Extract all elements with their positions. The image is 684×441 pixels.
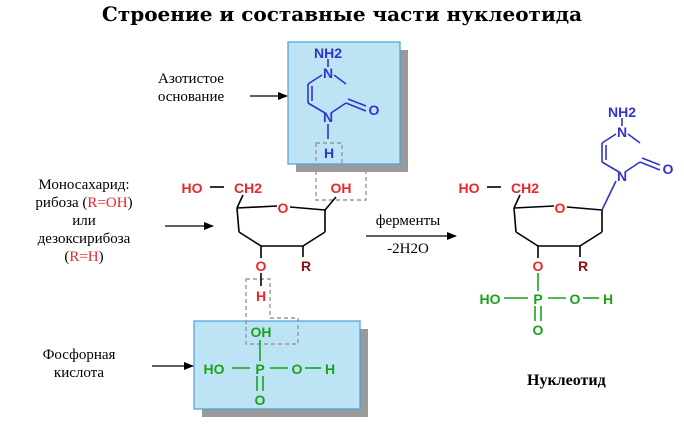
phosphate-box (193, 320, 361, 410)
base-left-o: O (369, 102, 380, 118)
sugar-right-bond-o-c1 (566, 206, 603, 211)
phos-right-ho: HO (480, 291, 501, 307)
reaction-water: -2H2O (387, 241, 429, 257)
base-left-bond-c4n3 (307, 74, 323, 85)
sugar-left-ch2: CH2 (234, 180, 262, 196)
base-left-bond-c2o-double (347, 98, 367, 107)
page-title: Строение и составные части нуклеотида (101, 2, 583, 26)
base-right-bond-c6c5 (601, 161, 620, 173)
sugar-right-o3: O (533, 258, 544, 274)
base-right-n3: N (617, 124, 627, 140)
base-right-bond-c4n3 (601, 133, 617, 144)
sugar-left-ring-o: O (278, 200, 289, 216)
reaction-conditions: ферменты -2H2O (362, 212, 454, 258)
sugar-l5-post: ) (98, 249, 104, 265)
base-right-bond-n3c2 (627, 133, 641, 144)
sugar-right-bond-c3-c2 (515, 231, 539, 247)
phos-right-o: O (570, 291, 581, 307)
base-left-h: H (324, 145, 334, 161)
phosphate-structure-right (504, 273, 599, 321)
base-left-nh2: NH2 (314, 45, 342, 61)
base-label-line2: основание (157, 89, 225, 105)
sugar-right-bond-c2r-c1 (579, 231, 603, 247)
base-left-bond-c2n1 (330, 102, 347, 114)
sugar-left-bond-c2r-c1 (302, 231, 326, 247)
base-right-bond-c2o-double (641, 157, 661, 166)
sugar-right-bond-c5-c4 (513, 194, 521, 209)
base-structure-right (601, 118, 661, 173)
sugar-right-ch2: CH2 (511, 180, 539, 196)
phosphate-label: Фосфорная кислота (14, 346, 144, 382)
base-left-bond-c2o (345, 102, 367, 112)
phos-right-p: P (533, 291, 542, 307)
base-box (287, 41, 401, 165)
phosphate-structure-left (232, 340, 321, 391)
sugar-left-bond-o-c1 (289, 206, 326, 211)
phos-left-p: P (255, 361, 264, 377)
sugar-structure-left (210, 186, 337, 286)
water-frame-top (315, 142, 367, 201)
base-right-n1: N (617, 168, 627, 184)
base-right-o: O (663, 161, 674, 177)
sugar-label-line1: Моносахарид: (38, 177, 130, 193)
base-right-bond-c2o (639, 161, 661, 171)
phosphate-label-line2: кислота (53, 365, 105, 381)
sugar-label: Моносахарид: рибоза (R=OH) или дезоксири… (6, 176, 162, 266)
sugar-right-bond-c4-o (513, 205, 555, 209)
base-left-bond-n3c2 (333, 74, 347, 85)
sugar-right-bond-c4-c3 (513, 207, 517, 233)
sugar-l2-r: R=OH (87, 195, 128, 211)
base-left-n3: N (323, 65, 333, 81)
sugar-left-bond-c3-c2 (238, 231, 262, 247)
phos-left-oh-top: OH (251, 324, 272, 340)
water-frame-bottom (245, 278, 299, 345)
sugar-left-bond-c5-c4 (236, 194, 244, 209)
sugar-left-oh: OH (331, 180, 352, 196)
sugar-left-o3: O (256, 258, 267, 274)
sugar-label-line3: или (72, 213, 96, 229)
sugar-left-h: H (256, 288, 266, 304)
base-right-nh2: NH2 (608, 104, 636, 120)
base-left-n1: N (323, 109, 333, 125)
phos-left-o: O (292, 361, 303, 377)
sugar-l2-pre: рибоза ( (35, 195, 88, 211)
sugar-right-r: R (578, 258, 588, 274)
sugar-left-bond-c4-c3 (236, 207, 240, 233)
phos-left-h: H (325, 361, 335, 377)
sugar-label-line2: рибоза (R=OH) (6, 194, 162, 212)
reaction-enzymes: ферменты (375, 213, 441, 229)
sugar-l2-post: ) (127, 195, 133, 211)
phos-left-o-bottom: O (255, 392, 266, 408)
sugar-structure-right (487, 186, 603, 258)
sugar-left-bond-c1-oh (324, 196, 337, 211)
sugar-l5-pre: ( (64, 249, 70, 265)
sugar-left-r: R (301, 258, 311, 274)
phos-left-ho: HO (204, 361, 225, 377)
sugar-right-ho: HO (459, 180, 480, 196)
sugar-label-line5: (R=H) (6, 248, 162, 266)
base-label: Азотистое основание (136, 70, 246, 106)
product-label: Нуклеотид (527, 372, 606, 389)
phos-right-o-bottom: O (533, 322, 544, 338)
glycosidic-bond (601, 180, 617, 211)
base-left-bond-c6c5 (307, 102, 326, 114)
phos-right-h: H (603, 291, 613, 307)
base-label-line1: Азотистое (158, 71, 224, 87)
sugar-left-bond-c4-o (236, 205, 278, 209)
sugar-right-ring-o: O (555, 200, 566, 216)
base-structure-left (307, 59, 367, 139)
phosphate-label-line1: Фосфорная (42, 347, 116, 363)
sugar-label-line4: дезоксирибоза (37, 231, 131, 247)
sugar-left-ho: HO (182, 180, 203, 196)
base-right-bond-c2n1 (624, 161, 641, 173)
sugar-l5-r: R=H (69, 249, 99, 265)
